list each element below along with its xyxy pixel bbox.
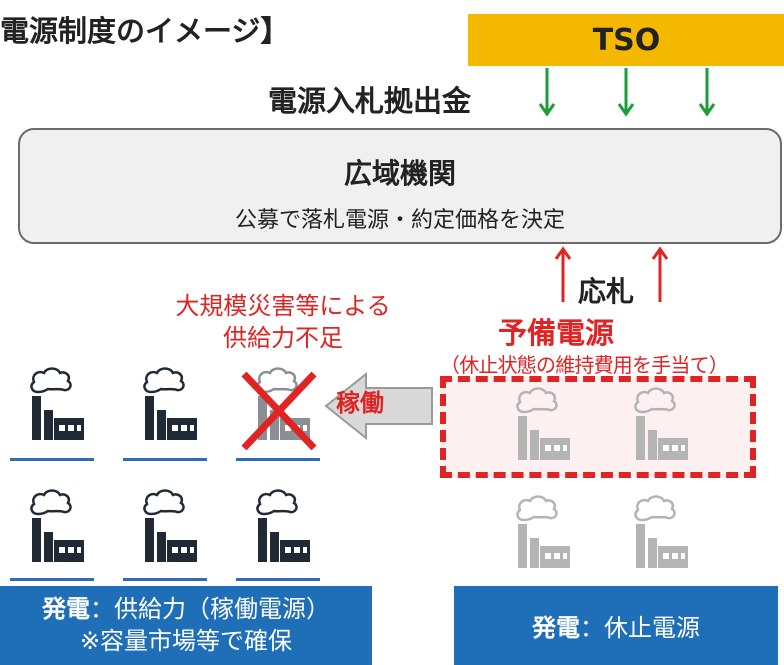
box-colon: ： — [580, 614, 604, 642]
idle-supply-box: 発電：休止電源 — [454, 586, 778, 665]
operating-supply-note: ※容量市場等で確保 — [79, 626, 293, 655]
box-text: 供給力（稼働電源） — [114, 595, 330, 624]
agency-name: 広域機関 — [343, 157, 456, 190]
operating-supply-box: 発電：供給力（稼働電源） ※容量市場等で確保 — [0, 586, 372, 665]
reserve-dashed-region — [440, 376, 756, 478]
page-title: 電源制度のイメージ】 — [0, 14, 290, 48]
green-down-arrows — [538, 68, 716, 117]
box-text: 休止電源 — [604, 614, 700, 642]
factory-icon — [30, 367, 86, 442]
box-colon: ： — [90, 595, 114, 624]
box-label: 発電 — [532, 614, 580, 642]
factory-icon — [634, 495, 690, 570]
arrow-up-icon — [554, 246, 572, 302]
plant-base-line — [236, 578, 320, 581]
plant-base-line — [236, 458, 320, 461]
reserve-description: （休止状態の維持費用を手当て） — [440, 353, 729, 377]
cross-icon — [241, 371, 317, 451]
agency-box: 広域機関 公募で落札電源・約定価格を決定 — [18, 128, 782, 244]
bid-label: 応札 — [578, 275, 635, 308]
reserve-title: 予備電源 — [498, 316, 615, 350]
plant-base-line — [10, 458, 94, 461]
red-up-arrows — [554, 246, 668, 302]
arrow-left-icon — [324, 372, 433, 440]
agency-description: 公募で落札電源・約定価格を決定 — [234, 208, 565, 233]
plant-base-line — [123, 458, 207, 461]
arrow-down-icon — [617, 68, 635, 117]
factory-icon — [256, 489, 312, 564]
arrow-up-icon — [651, 246, 668, 302]
factory-icon — [143, 489, 199, 564]
arrow-down-icon — [698, 68, 716, 117]
arrow-down-icon — [538, 68, 556, 117]
tso-box: TSO — [468, 14, 784, 66]
disaster-text: 大規模災害等による 供給力不足 — [148, 290, 418, 355]
plant-base-line — [123, 578, 207, 581]
disaster-line-1: 大規模災害等による — [175, 292, 391, 320]
factory-icon — [143, 367, 199, 442]
operate-label: 稼働 — [336, 389, 384, 417]
factory-icon — [634, 387, 690, 462]
operating-supply-line: 発電：供給力（稼働電源） — [42, 594, 330, 625]
funds-label: 電源入札拠出金 — [268, 84, 472, 118]
factory-icon — [516, 387, 572, 462]
factory-icon — [516, 495, 572, 570]
disaster-line-2: 供給力不足 — [223, 324, 343, 353]
box-label: 発電 — [42, 595, 90, 624]
plant-base-line — [10, 578, 94, 581]
factory-icon — [30, 489, 86, 564]
